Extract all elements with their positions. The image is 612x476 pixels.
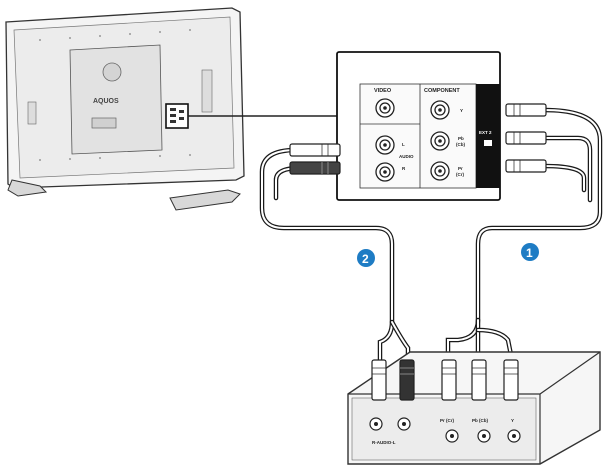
- audio-plugs-panel: [289, 143, 341, 175]
- step-marker-1-label: 1: [526, 246, 533, 260]
- component-pb-jack: [430, 131, 450, 151]
- component-pr-jack: [430, 161, 450, 181]
- audio-r-label: R: [402, 166, 406, 171]
- device-pb-label: Pb (Cb): [472, 418, 488, 423]
- device-pr-label: Pr (Cr): [440, 418, 455, 423]
- tv-back: AQUOS: [5, 7, 338, 211]
- component-plugs-panel: [505, 103, 547, 173]
- step-marker-1: 1: [521, 243, 539, 261]
- video-label: VIDEO: [374, 88, 392, 94]
- ext-label: EXT 2: [479, 130, 492, 135]
- step-marker-2: 2: [357, 249, 375, 267]
- terminal-panel: VIDEO COMPONENT EXT 2 L AUDIO R Y Pb (Cb…: [336, 51, 501, 201]
- audio-l-jack: [375, 135, 395, 155]
- component-y-jack: [430, 100, 450, 120]
- component-label: COMPONENT: [424, 88, 460, 94]
- device-y-jack: [507, 429, 521, 443]
- device-pr-jack: [445, 429, 459, 443]
- component-pr-label-2: (Cr): [456, 172, 464, 177]
- device-audio-label: R-AUDIO-L: [372, 440, 396, 445]
- component-pr-label-1: Pr: [458, 166, 463, 171]
- step-marker-2-label: 2: [362, 252, 369, 266]
- device-y-label: Y: [511, 418, 514, 423]
- audio-label: AUDIO: [399, 154, 414, 159]
- component-y-label: Y: [460, 108, 463, 113]
- video-jack: [375, 98, 395, 118]
- component-pb-label-2: (Cb): [456, 142, 465, 147]
- device-audio-l-jack: [397, 417, 411, 431]
- device-audio-r-jack: [369, 417, 383, 431]
- tv-logo: AQUOS: [93, 98, 119, 105]
- audio-r-jack: [375, 162, 395, 182]
- audio-l-label: L: [402, 142, 405, 147]
- device-plugs: [371, 359, 519, 401]
- cables: [259, 107, 603, 363]
- tv-terminal-highlight: [165, 103, 189, 129]
- component-pb-label-1: Pb: [458, 136, 464, 141]
- device-pb-jack: [477, 429, 491, 443]
